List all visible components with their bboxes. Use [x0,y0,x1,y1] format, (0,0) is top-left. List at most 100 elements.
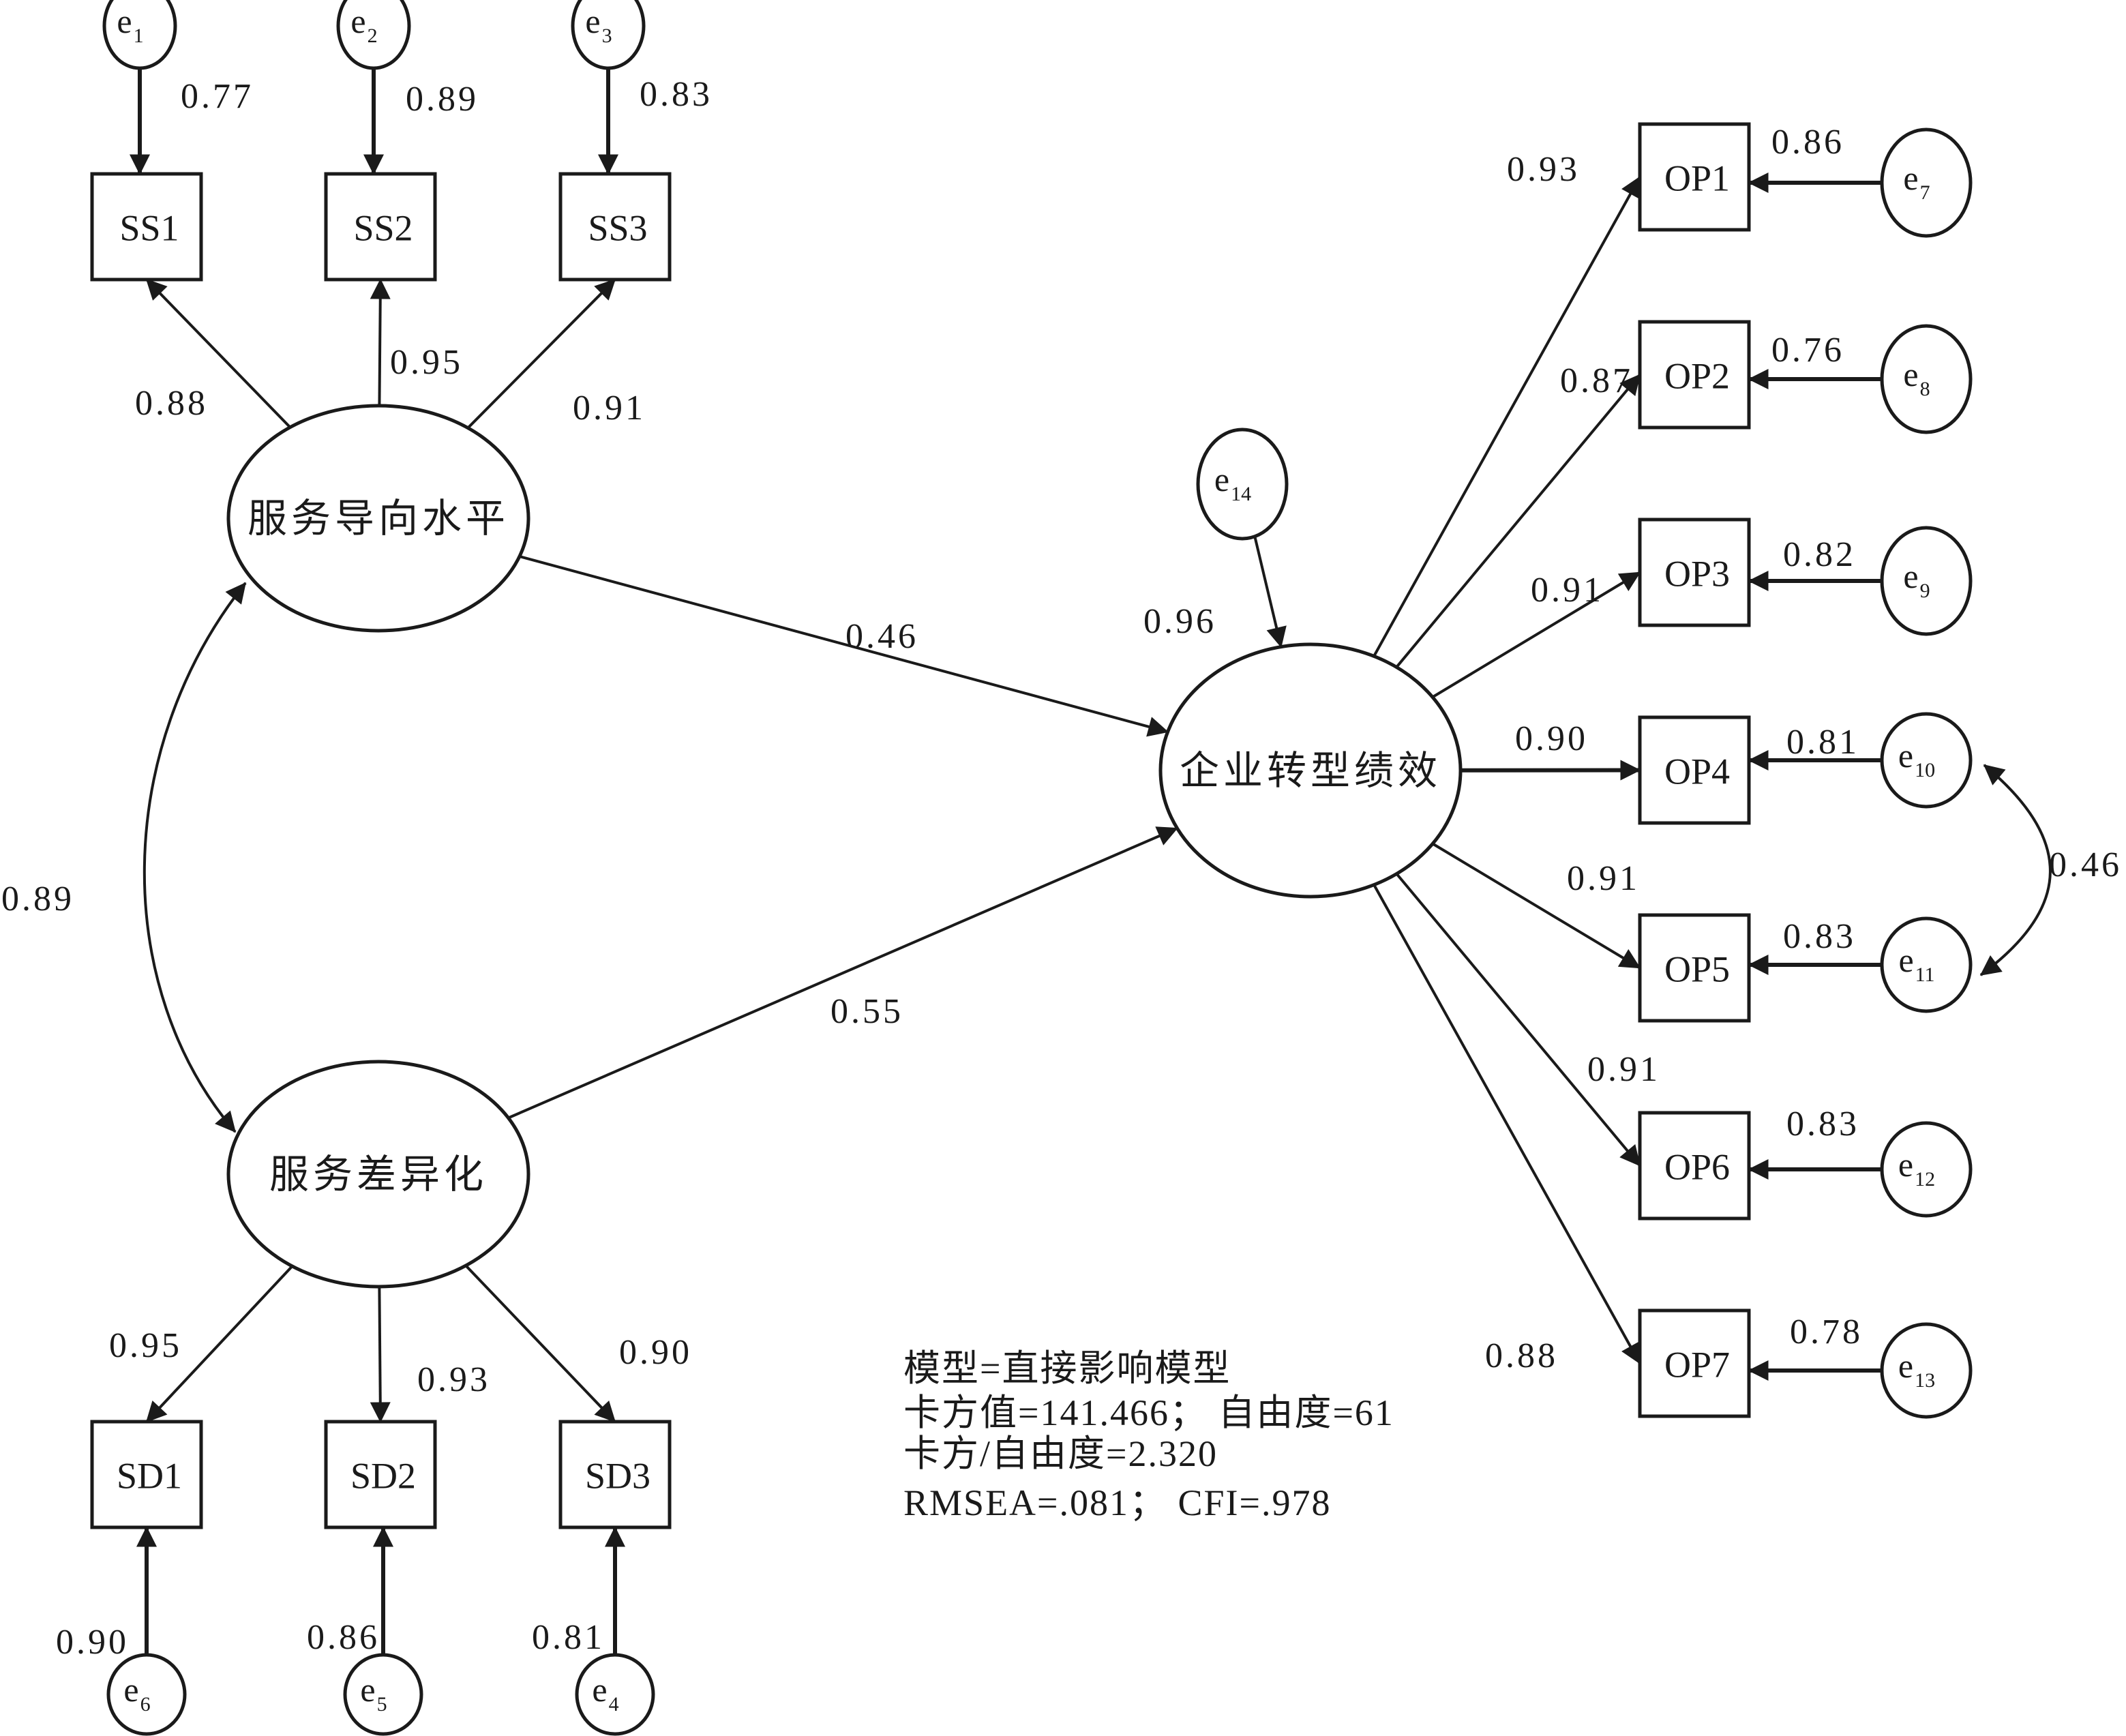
observed-box [90,1420,203,1529]
covariance-coefficient-e10-e11: 0.46 [2049,845,2122,884]
error-coefficient-e3: 0.83 [640,75,713,114]
observed-box [1638,122,1751,232]
error-ellipse [1880,324,1973,434]
error-ellipse [343,1653,423,1736]
loading-arrow-SD1 [145,1265,293,1423]
path-coefficient-SO: 0.46 [845,617,918,656]
loading-coefficient-OP5: 0.91 [1567,859,1640,898]
error-coefficient-e9: 0.82 [1783,535,1856,574]
latent-label: 服务导向水平 [248,496,509,541]
error-label: e11 [1898,941,1934,986]
observed-node-OP6: OP6 [1638,1111,1751,1221]
observed-label: OP3 [1664,554,1730,595]
error-subscript: 11 [1915,963,1935,986]
loading-coefficient-SS1: 0.88 [135,384,208,423]
observed-node-OP4: OP4 [1638,715,1751,825]
observed-node-SD2: SD2 [324,1420,437,1529]
error-node-e2: e2 [336,0,411,70]
observed-box [1638,518,1751,627]
observed-box [324,1420,437,1529]
error-coefficient-e11: 0.83 [1783,917,1856,956]
loading-coefficient-OP6: 0.91 [1587,1050,1660,1089]
observed-label: SD1 [117,1456,182,1497]
loading-coefficient-OP7: 0.88 [1485,1336,1558,1375]
observed-label: OP6 [1664,1147,1730,1188]
error-subscript: 4 [609,1693,619,1716]
fit-chi-square-df: 卡方值=141.466； 自由度=61 [903,1392,1394,1433]
observed-label: OP5 [1664,949,1730,990]
loading-arrow-SD2 [370,1286,391,1423]
observed-node-OP3: OP3 [1638,518,1751,627]
observed-box [558,172,672,282]
error-subscript: 1 [134,25,144,47]
error-subscript: 6 [140,1693,151,1716]
observed-node-OP2: OP2 [1638,320,1751,430]
observed-node-SD3: SD3 [558,1420,672,1529]
fit-rmsea-cfi: RMSEA=.081； CFI=.978 [903,1482,1332,1523]
path-arrow-SO-to-ETP [519,555,1169,737]
observed-label: OP1 [1664,158,1730,199]
path-coefficient-SDf: 0.55 [830,992,903,1031]
observed-node-SS2: SS2 [324,172,437,282]
observed-label: SS1 [119,208,179,249]
latent-node-SO: 服务导向水平 [226,404,530,633]
error-coefficient-e5: 0.86 [307,1618,380,1657]
loading-arrow-SS3 [466,278,616,430]
fit-model-name: 模型=直接影响模型 [903,1348,1231,1389]
error-node-e13: e13 [1880,1322,1973,1419]
loading-arrow-SS2 [370,278,391,406]
loading-coefficient-SD3: 0.90 [619,1333,692,1372]
covariance-coefficient-SO-SDf: 0.89 [1,880,74,918]
observed-label: OP4 [1664,751,1730,792]
error-ellipse [102,0,177,70]
error-node-e10: e10 [1880,712,1973,809]
covariance-SO-SDf [143,582,247,1133]
error-node-e8: e8 [1880,324,1973,434]
loading-arrow-OP5 [1432,842,1641,970]
error-coefficient-e4: 0.81 [532,1618,605,1657]
error-node-e1: e1 [102,0,177,70]
observed-box [1638,1308,1751,1418]
error-node-e3: e3 [571,0,646,70]
error-label: e7 [1903,159,1930,204]
error-coefficient-e10: 0.81 [1786,723,1859,762]
error-ellipse [1880,1322,1973,1419]
observed-node-OP5: OP5 [1638,913,1751,1023]
error-ellipse [336,0,411,70]
latent-ellipse [226,1060,530,1289]
latent-node-SDf: 服务差异化 [226,1060,530,1289]
fit-chi-square-ratio: 卡方/自由度=2.320 [903,1433,1218,1474]
error-node-e5: e5 [343,1653,423,1736]
observed-node-SS3: SS3 [558,172,672,282]
observed-node-OP7: OP7 [1638,1308,1751,1418]
error-ellipse [1880,916,1973,1013]
error-coefficient-e7: 0.86 [1771,123,1844,162]
latent-node-ETP: 企业转型绩效 [1158,642,1463,899]
observed-label: SS2 [353,208,413,249]
observed-label: SD2 [350,1456,416,1497]
error-node-e4: e4 [575,1653,655,1736]
error-ellipse [575,1653,655,1736]
loading-arrow-OP3 [1431,571,1641,699]
error-subscript: 7 [1920,181,1930,204]
error-ellipse [1880,526,1973,636]
loading-coefficient-SS2: 0.95 [390,343,463,382]
error-coefficient-e14: 0.96 [1143,602,1216,641]
error-node-e14: e14 [1196,428,1289,541]
observed-box [324,172,437,282]
observed-label: SD3 [585,1456,650,1497]
error-node-e12: e12 [1880,1121,1973,1218]
error-subscript: 9 [1920,580,1930,602]
observed-box [1638,715,1751,825]
loading-coefficient-SD2: 0.93 [417,1360,490,1399]
error-ellipse [571,0,646,70]
edges-layer [130,68,2052,1655]
error-subscript: 5 [377,1693,387,1716]
observed-node-OP1: OP1 [1638,122,1751,232]
error-label: e5 [360,1671,387,1716]
fit-statistics: 模型=直接影响模型 卡方值=141.466； 自由度=61 卡方/自由度=2.3… [903,1348,1394,1523]
error-subscript: 8 [1920,378,1930,400]
error-subscript: 13 [1915,1369,1935,1392]
